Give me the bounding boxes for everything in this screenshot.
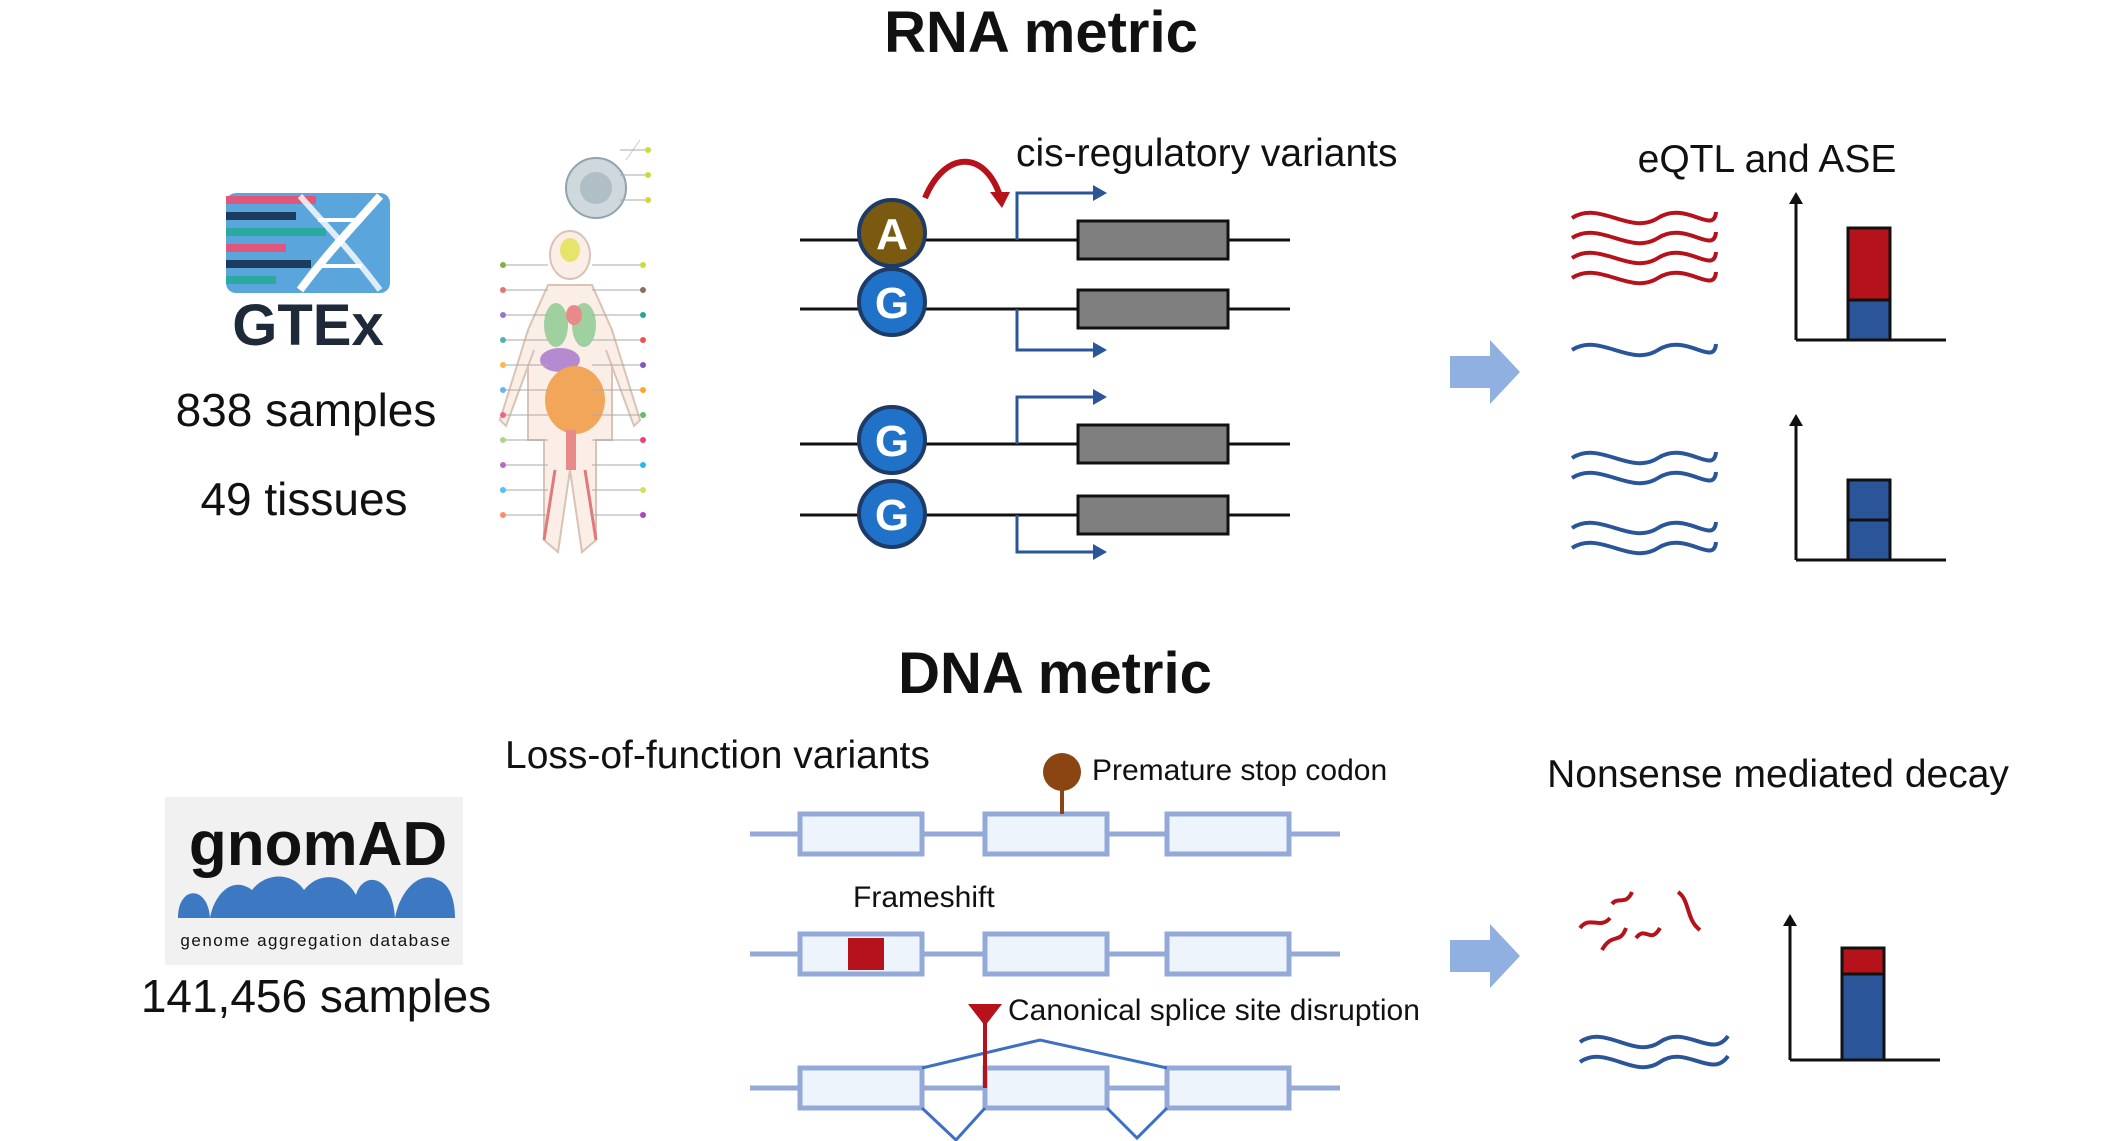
expression-waves-top bbox=[1570, 210, 1718, 358]
allele-label: G bbox=[875, 491, 909, 540]
degraded-transcripts bbox=[1578, 890, 1702, 952]
nmd-label: Nonsense mediated decay bbox=[1547, 753, 2009, 796]
rna-flow-arrow bbox=[1450, 340, 1520, 404]
frameshift-label: Frameshift bbox=[853, 881, 995, 914]
cis-regulatory-label: cis-regulatory variants bbox=[1016, 132, 1397, 175]
transcript-frameshift bbox=[750, 931, 1340, 977]
ase-bar-chart-top bbox=[1789, 192, 1946, 342]
gnomad-logo-text: gnomAD bbox=[189, 810, 447, 879]
allele-label: A bbox=[876, 210, 908, 259]
dna-flow-arrow bbox=[1450, 924, 1520, 988]
body-illustration bbox=[498, 139, 651, 554]
lof-label: Loss-of-function variants bbox=[505, 734, 930, 777]
ase-bar-chart-bottom bbox=[1789, 414, 1946, 562]
gene-row-3: G bbox=[800, 389, 1290, 475]
gtex-tissues: 49 tissues bbox=[200, 473, 407, 525]
rna-title: RNA metric bbox=[884, 0, 1198, 65]
allele-label: G bbox=[875, 417, 909, 466]
intact-transcripts bbox=[1578, 1034, 1730, 1070]
nmd-bar-chart bbox=[1783, 914, 1940, 1062]
expression-waves-bottom bbox=[1570, 450, 1718, 556]
gtex-logo: GTEx bbox=[226, 193, 390, 358]
transcript-splice bbox=[750, 1004, 1340, 1141]
stop-codon-marker bbox=[1043, 753, 1081, 791]
gene-row-2: G bbox=[800, 267, 1290, 358]
allele-circle bbox=[857, 198, 927, 268]
eqtl-ase-label: eQTL and ASE bbox=[1638, 138, 1897, 181]
allele-label: G bbox=[875, 279, 909, 328]
splice-site-label: Canonical splice site disruption bbox=[1008, 994, 1420, 1027]
gene-row-1: A bbox=[800, 185, 1290, 268]
gtex-samples: 838 samples bbox=[176, 384, 437, 436]
gtex-logo-text: GTEx bbox=[232, 293, 384, 358]
dna-title: DNA metric bbox=[898, 641, 1212, 706]
frameshift-marker bbox=[848, 938, 884, 970]
transcript-stop bbox=[750, 753, 1340, 857]
gene-row-4: G bbox=[800, 479, 1290, 560]
gnomad-samples: 141,456 samples bbox=[141, 970, 491, 1022]
stop-codon-label: Premature stop codon bbox=[1092, 754, 1387, 787]
gnomad-subtitle: genome aggregation database bbox=[180, 931, 451, 950]
gnomad-logo: gnomAD genome aggregation database bbox=[165, 797, 463, 965]
allele-circle bbox=[857, 405, 927, 475]
allele-circle bbox=[857, 267, 927, 337]
splice-site-marker bbox=[968, 1004, 1002, 1026]
allele-curved-arrow bbox=[922, 158, 1010, 208]
allele-circle bbox=[857, 479, 927, 549]
